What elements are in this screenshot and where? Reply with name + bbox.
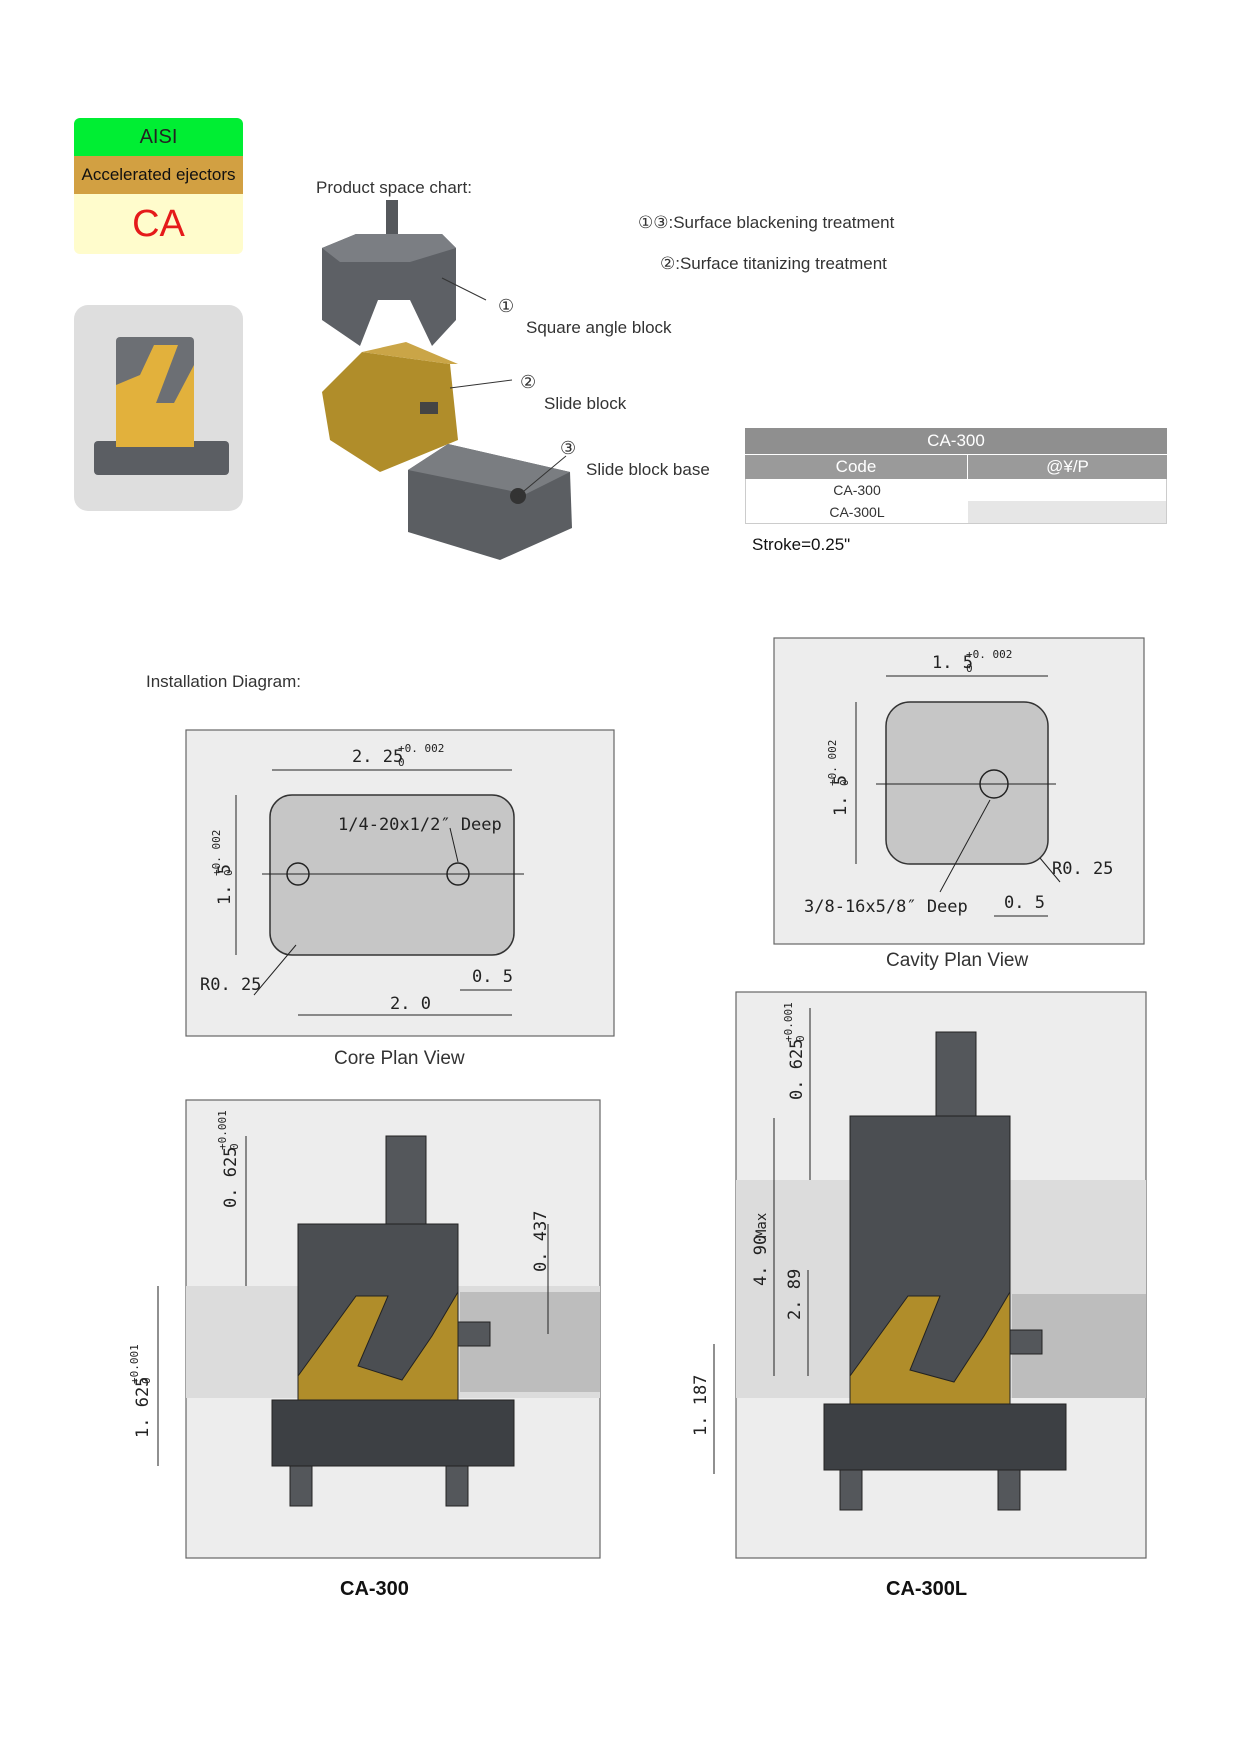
part-name-2: Slide block [544, 394, 627, 413]
standard-label: AISI [74, 118, 243, 156]
core-height-tol-upper: +0. 002 [210, 830, 223, 876]
ca300l-caption: CA-300L [886, 1578, 968, 1600]
ca300-bottom-tol-upper: +0.001 [128, 1344, 141, 1384]
core-width-tol-lower: 0 [398, 756, 405, 769]
price-table-header: Code @¥/P [745, 454, 1167, 479]
ca300l-top-dim: 0. 625 [787, 1039, 807, 1100]
treatment-note-1: ①③:Surface blackening treatment [638, 213, 895, 232]
ca300-top-tol-lower: 0 [228, 1143, 241, 1150]
stroke-spec: Stroke=0.25" [752, 535, 851, 554]
cavity-width-tol-upper: +0. 002 [966, 648, 1012, 661]
cavity-height-tol-upper: +0. 002 [826, 740, 839, 786]
ca300l-max-label: Max [754, 1213, 770, 1238]
ca300l-max-dim: 4. 90 [751, 1235, 771, 1286]
table-row: CA-300L [746, 501, 1166, 523]
core-spacing: 2. 0 [390, 994, 431, 1014]
part-number-2: ② [520, 372, 537, 392]
core-plan-caption: Core Plan View [334, 1048, 465, 1069]
cavity-radius: R0. 25 [1052, 859, 1113, 879]
product-chart-title: Product space chart: [316, 178, 472, 197]
cavity-thread-spec: 3/8-16x5/8″ Deep [804, 897, 968, 917]
core-offset: 0. 5 [472, 967, 513, 987]
part-number-1: ① [498, 296, 515, 316]
ca300l-top-tol-upper: +0.001 [782, 1002, 795, 1042]
cavity-width-dim: 1. 5 [932, 653, 973, 673]
installation-title: Installation Diagram: [146, 672, 301, 691]
core-height-tol-lower: 0 [222, 869, 235, 876]
price-cell [968, 501, 1166, 523]
core-thread-spec: 1/4-20x1/2″ Deep [338, 815, 502, 835]
cavity-height-dim: 1. 5 [831, 775, 851, 816]
cavity-plan-caption: Cavity Plan View [886, 950, 1029, 971]
product-thumbnail [74, 305, 243, 511]
code-cell: CA-300L [829, 504, 885, 520]
ca300-stroke-dim: 0. 437 [531, 1211, 551, 1272]
category-label: Accelerated ejectors [74, 156, 243, 194]
code-column-header: Code [745, 455, 968, 479]
core-width-tol-upper: +0. 002 [398, 742, 444, 755]
part-name-3: Slide block base [586, 460, 710, 479]
price-table: CA-300 Code @¥/P CA-300 CA-300L [745, 428, 1167, 524]
ca300-caption: CA-300 [340, 1578, 409, 1600]
table-row: CA-300 [746, 479, 1166, 501]
ca300l-bottom-dim: 1. 187 [691, 1375, 711, 1436]
cavity-width-tol-lower: 0 [966, 662, 973, 675]
core-width-dim: 2. 25 [352, 747, 403, 767]
price-column-header: @¥/P [1046, 457, 1089, 476]
category-badge: AISI Accelerated ejectors CA [74, 118, 243, 254]
code-cell: CA-300 [833, 482, 881, 498]
cavity-height-tol-lower: 0 [838, 779, 851, 786]
treatment-note-2: ②:Surface titanizing treatment [660, 254, 887, 273]
product-code: CA [74, 194, 243, 254]
core-radius: R0. 25 [200, 975, 261, 995]
ca300l-mid-dim: 2. 89 [785, 1269, 805, 1320]
cavity-offset: 0. 5 [1004, 893, 1045, 913]
part-name-1: Square angle block [526, 318, 672, 337]
ca300-top-tol-upper: +0.001 [216, 1110, 229, 1150]
ca300l-top-tol-lower: 0 [794, 1035, 807, 1042]
ca300-top-dim: 0. 625 [221, 1147, 241, 1208]
price-table-title: CA-300 [745, 428, 1167, 454]
thumbnail-graphic [94, 337, 229, 475]
ca300-bottom-dim: 1. 625 [133, 1377, 153, 1438]
ca300-bottom-tol-lower: 0 [140, 1377, 153, 1384]
core-height-dim: 1. 5 [215, 864, 235, 905]
